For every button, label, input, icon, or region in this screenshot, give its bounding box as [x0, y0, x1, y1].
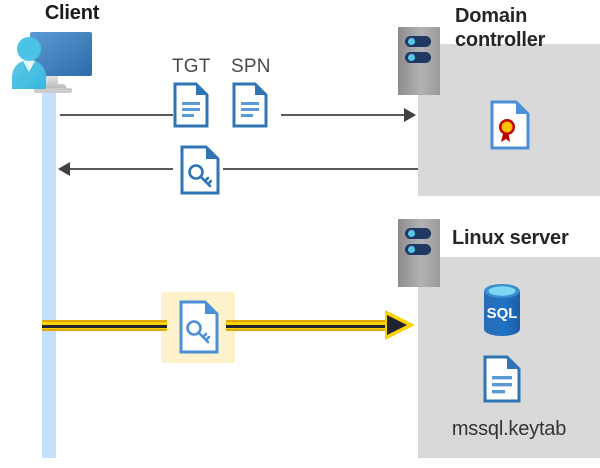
- tgt-label: TGT: [172, 56, 211, 77]
- linux-server-title: Linux server: [452, 227, 569, 249]
- sql-database-icon: SQL: [478, 282, 526, 338]
- service-ticket-arrow-left: [42, 320, 167, 331]
- request-line-right: [281, 114, 413, 116]
- certificate-icon: [490, 100, 530, 150]
- service-ticket-arrow-right: [226, 320, 393, 331]
- request-arrowhead: [404, 108, 416, 122]
- service-ticket-document-key-icon: [179, 300, 219, 354]
- svg-text:SQL: SQL: [487, 305, 518, 322]
- request-line-left: [60, 114, 173, 116]
- response-line-left: [68, 168, 173, 170]
- user-computer-icon: [8, 26, 98, 98]
- linux-server-rack-icon: [398, 219, 440, 287]
- tgt-document-icon: [173, 82, 209, 128]
- response-arrowhead: [58, 162, 70, 176]
- keytab-document-icon: [483, 355, 521, 403]
- ticket-document-key-icon: [180, 145, 220, 195]
- client-lane-bar: [42, 75, 56, 458]
- client-title: Client: [44, 2, 100, 24]
- service-ticket-arrowhead: [385, 308, 417, 342]
- domain-controller-server-rack-icon: [398, 27, 440, 95]
- spn-document-icon: [232, 82, 268, 128]
- response-line-right: [223, 168, 418, 170]
- keytab-filename-label: mssql.keytab: [451, 418, 567, 440]
- spn-label: SPN: [231, 56, 271, 77]
- domain-controller-title: Domain controller: [455, 5, 546, 51]
